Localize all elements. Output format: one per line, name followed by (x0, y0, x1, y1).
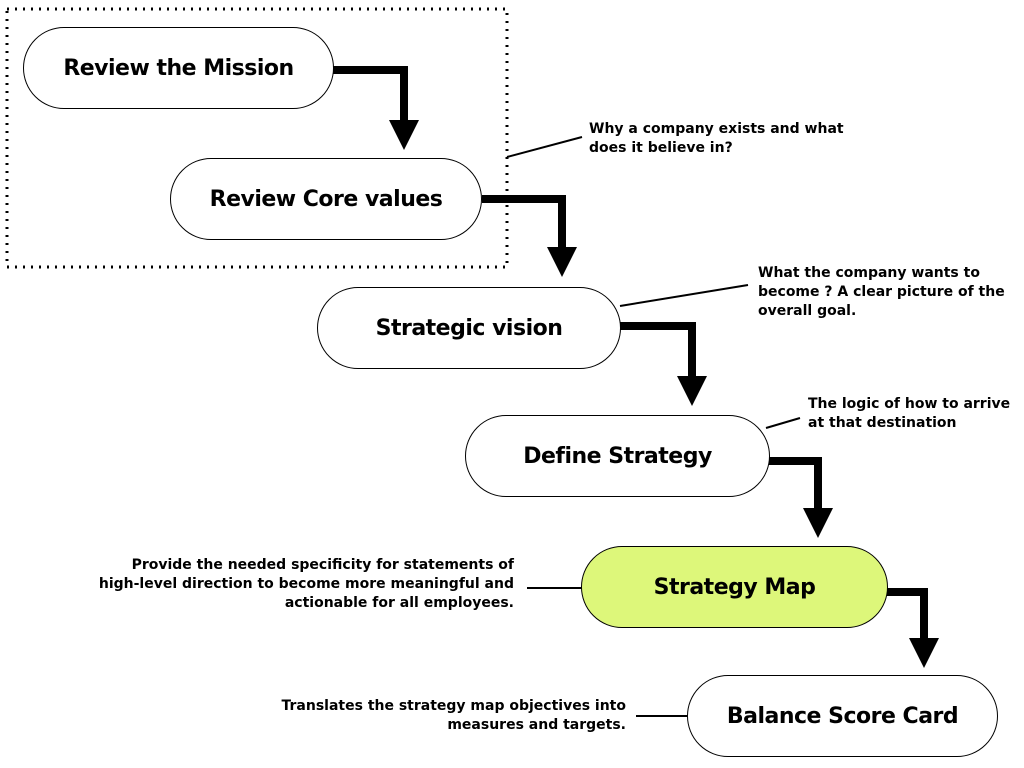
note-define-strategy-line: at that destination (808, 415, 957, 431)
step-strategic-vision-label: Strategic vision (375, 315, 563, 341)
callout-line-vision (619, 284, 749, 307)
note-strategic-vision-line: become ? A clear picture of the (758, 284, 1005, 300)
arrow-define-to-map (769, 457, 833, 538)
note-define-strategy: The logic of how to arrive at that desti… (808, 395, 1010, 433)
note-balance-score-card: Translates the strategy map objectives i… (282, 697, 626, 735)
note-mission-values: Why a company exists and what does it be… (589, 120, 844, 158)
step-review-core-values-label: Review Core values (209, 186, 443, 212)
step-strategy-map-label: Strategy Map (653, 574, 816, 600)
note-mission-values-line: Why a company exists and what (589, 121, 844, 137)
step-review-mission-label: Review the Mission (63, 55, 294, 81)
note-balance-score-card-line: Translates the strategy map objectives i… (281, 698, 626, 714)
arrow-vision-to-define (620, 322, 707, 406)
step-strategy-map: Strategy Map (581, 546, 888, 628)
step-review-mission: Review the Mission (23, 27, 334, 109)
note-strategy-map: Provide the needed specificity for state… (99, 556, 514, 613)
step-define-strategy: Define Strategy (465, 415, 770, 497)
step-define-strategy-label: Define Strategy (523, 443, 712, 469)
note-strategy-map-line: Provide the needed specificity for state… (131, 557, 514, 573)
note-strategic-vision-line: overall goal. (758, 303, 857, 319)
note-define-strategy-line: The logic of how to arrive (808, 396, 1011, 412)
note-strategy-map-line: actionable for all employees. (284, 595, 514, 611)
callout-line-mission-values (506, 136, 583, 158)
mission-values-group-box (5, 7, 509, 269)
flow-arrows (333, 66, 939, 668)
note-strategic-vision-line: What the company wants to (758, 265, 980, 281)
step-balance-score-card-label: Balance Score Card (726, 703, 959, 729)
arrow-map-to-scorecard (887, 588, 939, 668)
step-balance-score-card: Balance Score Card (687, 675, 998, 757)
note-balance-score-card-line: measures and targets. (447, 717, 626, 733)
arrow-values-to-vision (482, 195, 577, 277)
callout-lines (506, 136, 801, 717)
note-strategy-map-line: high-level direction to become more mean… (98, 576, 514, 592)
note-mission-values-line: does it believe in? (589, 140, 733, 156)
step-strategic-vision: Strategic vision (317, 287, 621, 369)
step-review-core-values: Review Core values (170, 158, 482, 240)
note-strategic-vision: What the company wants to become ? A cle… (758, 264, 1005, 321)
callout-line-strategy (765, 417, 801, 429)
arrow-mission-to-values (333, 66, 419, 150)
